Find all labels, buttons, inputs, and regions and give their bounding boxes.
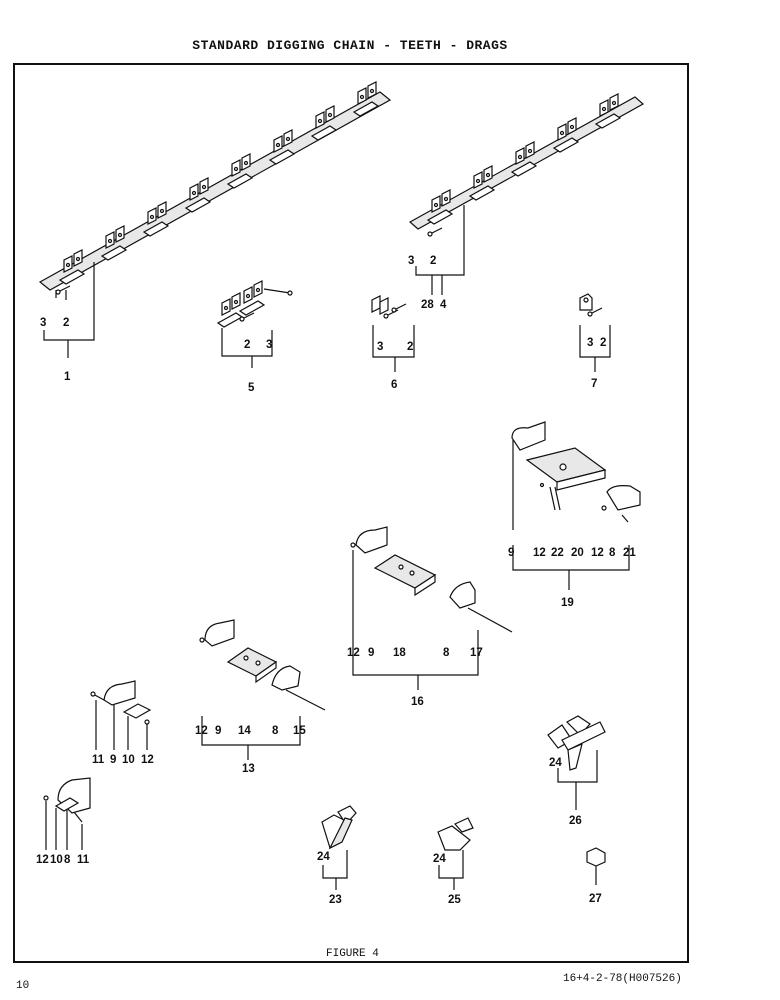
part-label: 8 (609, 547, 616, 559)
tooth-group-a (90, 680, 152, 725)
part-label: 12 (195, 725, 208, 737)
tooth-group-b (43, 777, 91, 823)
part-label: 21 (623, 547, 636, 559)
drag-assembly-13 (199, 619, 326, 711)
plate-assembly-27 (586, 847, 606, 885)
part-label: 10 (50, 854, 63, 866)
assembly-label: 26 (569, 815, 582, 827)
part-label: 8 (443, 647, 450, 659)
assembly-label: 19 (561, 597, 574, 609)
part-label: 10 (122, 754, 135, 766)
assembly-label: 27 (589, 893, 602, 905)
tooth-assembly-26 (547, 715, 606, 771)
figure-caption: FIGURE 4 (326, 948, 379, 960)
part-label: 3 (408, 255, 414, 267)
chain-assembly-1 (38, 81, 392, 295)
part-label: 8 (64, 854, 71, 866)
figure-frame (13, 63, 689, 963)
part-label: 2 (600, 337, 606, 349)
part-label: 14 (238, 725, 251, 737)
part-label: 24 (317, 851, 330, 863)
part-label: 2 (430, 255, 436, 267)
part-label: 2 (407, 341, 413, 353)
part-label: 3 (377, 341, 383, 353)
assembly-label: 1 (64, 371, 71, 383)
drag-assembly-19 (511, 421, 641, 523)
part-label: 11 (77, 854, 90, 866)
chain-assembly-4 (408, 93, 645, 237)
part-label: 24 (433, 853, 446, 865)
part-label: 12 (347, 647, 360, 659)
part-label: 12 (36, 854, 49, 866)
part-label: 9 (215, 725, 221, 737)
page-number: 10 (16, 980, 30, 992)
assembly-label: 6 (391, 379, 397, 391)
part-label: 3 (266, 339, 272, 351)
part-label: 11 (92, 754, 105, 766)
part-label: 2 (244, 339, 250, 351)
part-label: 20 (571, 547, 584, 559)
part-label: 9 (508, 547, 514, 559)
part-label: 18 (393, 647, 406, 659)
part-label: 17 (470, 647, 483, 659)
connecting-link-assembly-5 (217, 280, 293, 328)
part-label: 3 (587, 337, 593, 349)
part-label: 15 (293, 725, 306, 737)
part-label: 28 (421, 299, 434, 311)
offset-link-assembly-6 (371, 295, 407, 319)
assembly-label: 16 (411, 696, 424, 708)
detachable-link-assembly-7 (579, 293, 603, 317)
tooth-assembly-25 (437, 817, 474, 851)
part-label: 2 (63, 317, 69, 329)
part-label: 12 (141, 754, 154, 766)
tooth-assembly-23 (321, 805, 357, 850)
part-label: 9 (110, 754, 116, 766)
part-label: 12 (533, 547, 546, 559)
part-label: 9 (368, 647, 374, 659)
document-id: 16+4-2-78(H007526) (563, 973, 682, 985)
part-label: 22 (551, 547, 564, 559)
part-label: 8 (272, 725, 279, 737)
part-label: 12 (591, 547, 604, 559)
assembly-label: 13 (242, 763, 255, 775)
part-label: 24 (549, 757, 562, 769)
assembly-label: 25 (448, 894, 461, 906)
assembly-label: 7 (591, 378, 597, 390)
assembly-label: 23 (329, 894, 342, 906)
page-title: STANDARD DIGGING CHAIN - TEETH - DRAGS (192, 38, 508, 53)
part-label: 3 (40, 317, 46, 329)
assembly-label: 5 (248, 382, 255, 394)
drag-assembly-16 (350, 526, 513, 633)
assembly-label: 4 (440, 299, 447, 311)
